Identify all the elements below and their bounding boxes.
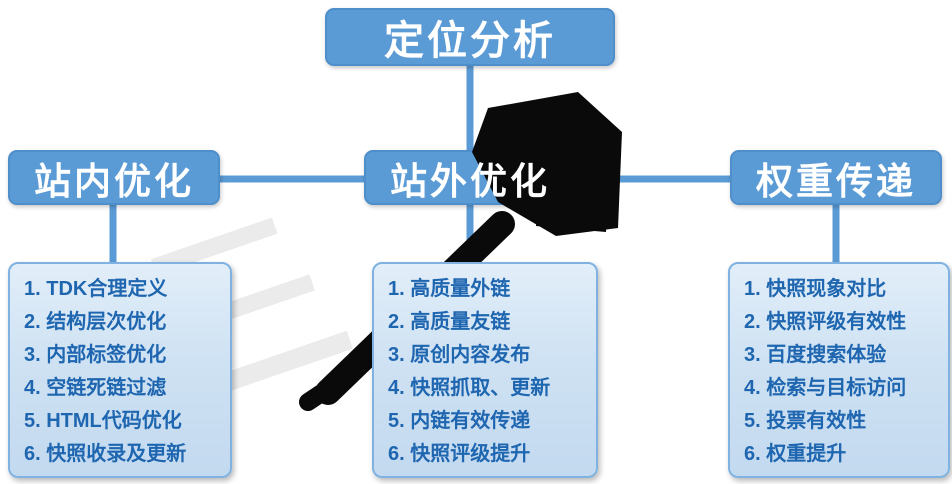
- branch-node-weight: 权重传递: [730, 150, 942, 205]
- list-item: 2. 结构层次优化: [24, 311, 167, 333]
- list-item: 5. 投票有效性: [744, 410, 867, 432]
- root-node-label: 定位分析: [384, 19, 556, 63]
- panel-onsite-optimization: 1. TDK合理定义 2. 结构层次优化 3. 内部标签优化 4. 空链死链过滤 5. …: [8, 262, 232, 478]
- root-node-positioning-analysis: 定位分析: [325, 8, 615, 66]
- panel-offsite-list: 1. 高质量外链 2. 高质量友链 3. 原创内容发布 4. 快照抓取、更新 5. 内链…: [388, 273, 590, 471]
- panel-weight-transfer: 1. 快照现象对比 2. 快照评级有效性 3. 百度搜索体验 4. 检索与目标访问 5.…: [728, 262, 950, 478]
- panel-onsite-list: 1. TDK合理定义 2. 结构层次优化 3. 内部标签优化 4. 空链死链过滤 5. …: [24, 273, 224, 471]
- list-item: 4. 空链死链过滤: [24, 377, 167, 399]
- list-item: 2. 高质量友链: [388, 311, 511, 333]
- panel-weight-list: 1. 快照现象对比 2. 快照评级有效性 3. 百度搜索体验 4. 检索与目标访问 5.…: [744, 273, 942, 471]
- list-item: 3. 原创内容发布: [388, 344, 531, 366]
- list-item: 1. 高质量外链: [388, 278, 511, 300]
- list-item: 6. 快照收录及更新: [24, 443, 187, 465]
- list-item: 6. 权重提升: [744, 443, 847, 465]
- list-item: 5. 内链有效传递: [388, 410, 531, 432]
- list-item: 1. TDK合理定义: [24, 278, 168, 300]
- list-item: 5. HTML代码优化: [24, 410, 182, 432]
- panel-offsite-optimization: 1. 高质量外链 2. 高质量友链 3. 原创内容发布 4. 快照抓取、更新 5. 内链…: [372, 262, 598, 478]
- branch-node-offsite: 站外优化: [364, 150, 576, 205]
- branch-node-onsite: 站内优化: [8, 150, 220, 205]
- list-item: 4. 检索与目标访问: [744, 377, 907, 399]
- branch-node-weight-label: 权重传递: [756, 160, 916, 202]
- branch-node-onsite-label: 站内优化: [34, 160, 194, 202]
- list-item: 3. 内部标签优化: [24, 344, 167, 366]
- list-item: 3. 百度搜索体验: [744, 344, 887, 366]
- list-item: 1. 快照现象对比: [744, 278, 887, 300]
- list-item: 6. 快照评级提升: [388, 443, 531, 465]
- list-item: 2. 快照评级有效性: [744, 311, 907, 333]
- list-item: 4. 快照抓取、更新: [388, 377, 551, 399]
- branch-node-offsite-label: 站外优化: [390, 160, 550, 202]
